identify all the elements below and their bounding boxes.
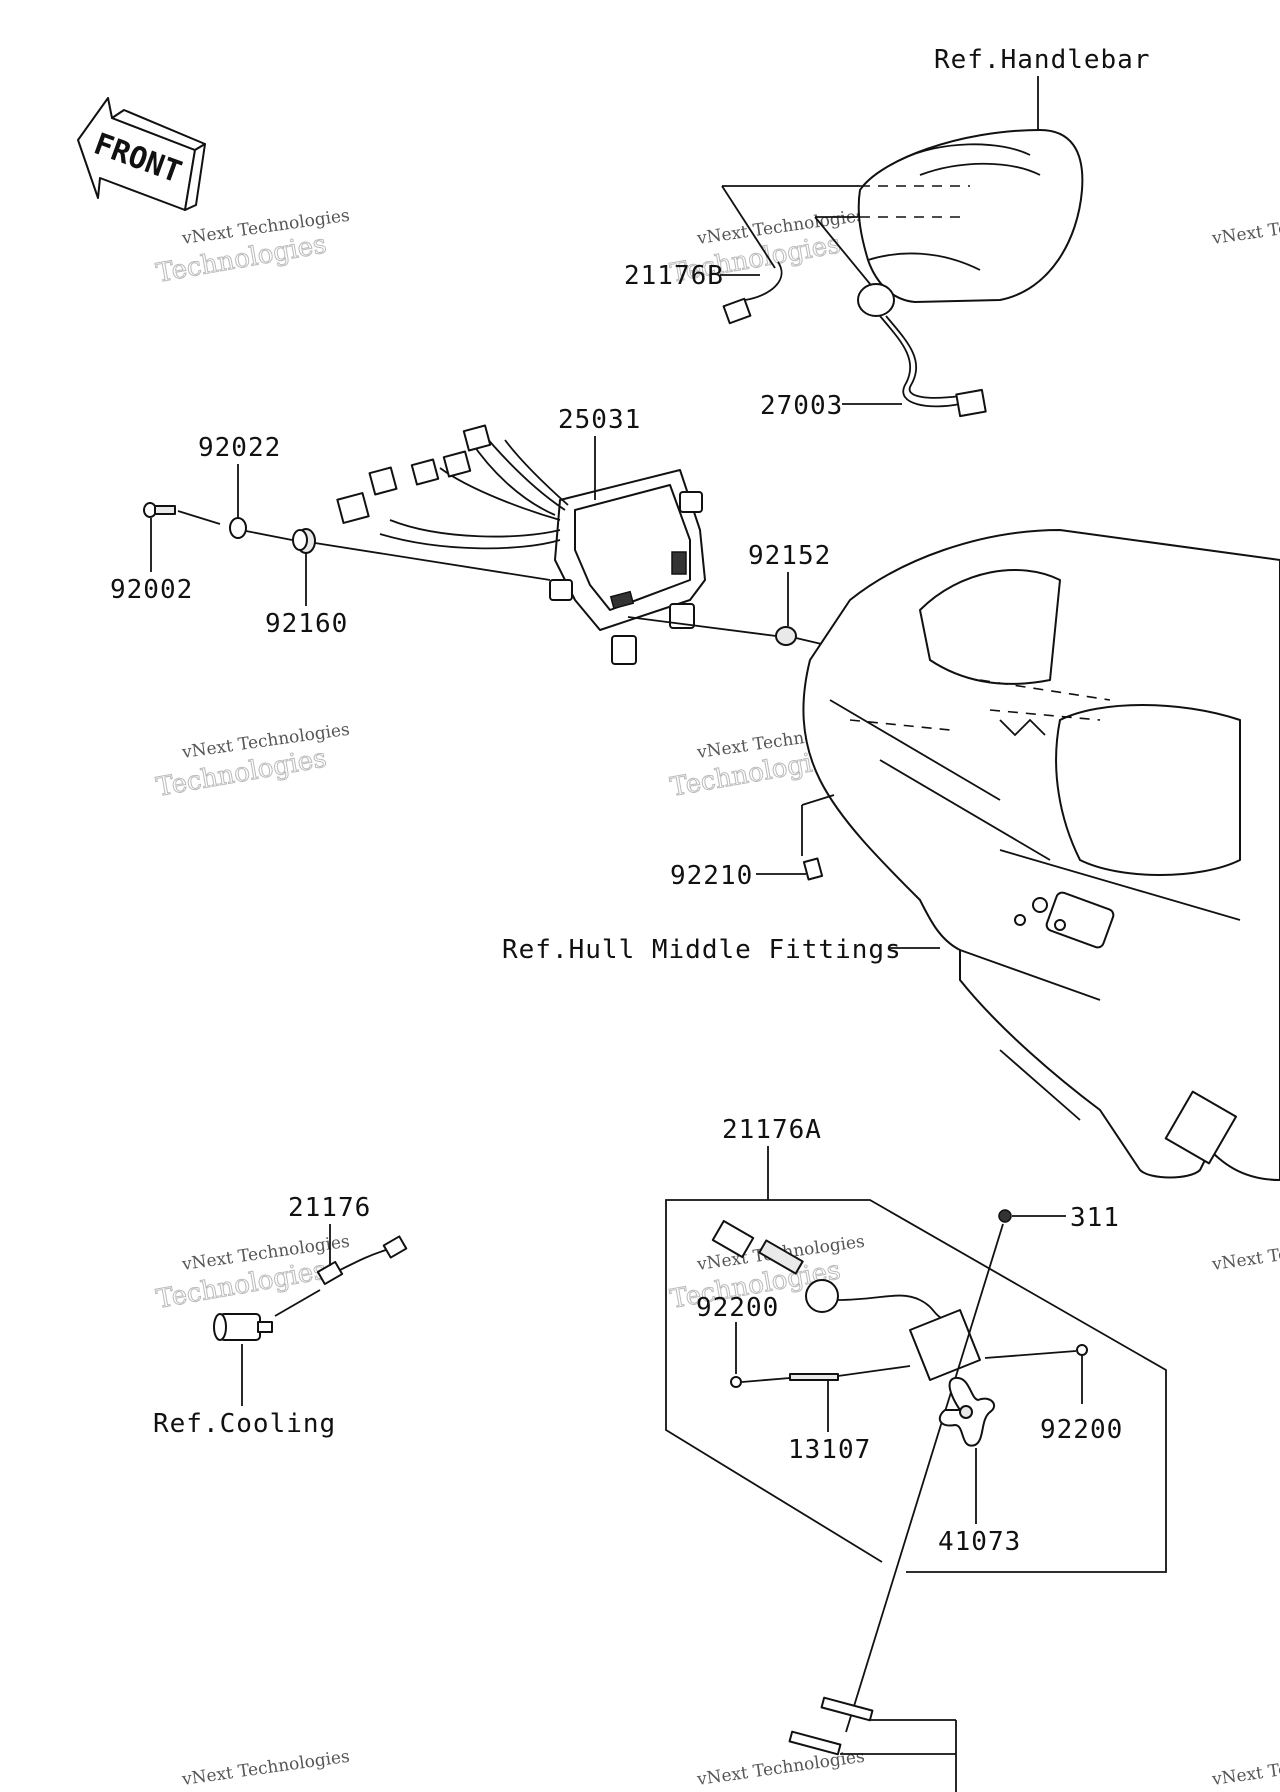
nut-311 — [998, 1209, 1012, 1223]
label-27003: 27003 — [760, 391, 843, 421]
washer-92200-left — [730, 1376, 742, 1388]
hull-middle-fittings — [802, 529, 1280, 1181]
label-21176: 21176 — [288, 1193, 371, 1223]
assembly-box-21176A — [665, 1199, 1167, 1573]
label-ref-cooling: Ref.Cooling — [153, 1409, 336, 1439]
label-92200-right: 92200 — [1040, 1415, 1123, 1445]
front-arrow-icon: FRONT — [77, 97, 206, 211]
grommet-92152 — [775, 626, 797, 646]
sensor-21176A — [711, 1219, 981, 1381]
watermark-7: vNext Technologies — [180, 1747, 351, 1790]
label-92152: 92152 — [748, 541, 831, 571]
label-13107: 13107 — [788, 1435, 871, 1465]
sensor-21176B — [722, 261, 783, 325]
label-311: 311 — [1070, 1203, 1120, 1233]
clip-92210 — [802, 857, 824, 881]
bracket-bottom — [788, 1696, 957, 1792]
watermark-9: vNext Technologies — [1210, 206, 1280, 249]
label-21176A: 21176A — [722, 1115, 822, 1145]
label-92160: 92160 — [265, 609, 348, 639]
meter-25031 — [336, 424, 706, 665]
label-ref-hull-middle: Ref.Hull Middle Fittings — [502, 935, 902, 965]
watermark-12: vNext Technologies — [1210, 1747, 1280, 1790]
label-41073: 41073 — [938, 1527, 1021, 1557]
label-25031: 25031 — [558, 405, 641, 435]
switch-27003 — [857, 283, 987, 418]
label-92200-left: 92200 — [696, 1293, 779, 1323]
knob-41073 — [938, 1376, 996, 1447]
label-21176B: 21176B — [624, 261, 724, 291]
grommet-92160 — [292, 528, 316, 554]
watermark-11: vNext Technologies — [1210, 1232, 1280, 1275]
label-92022: 92022 — [198, 433, 281, 463]
sensor-21176 — [213, 1235, 408, 1341]
label-ref-handlebar: Ref.Handlebar — [934, 45, 1151, 75]
pin-13107 — [789, 1373, 839, 1381]
handlebar-pad — [857, 129, 1084, 303]
washer-92200-right — [1076, 1344, 1088, 1356]
washer-92022 — [229, 517, 247, 539]
screw-92002 — [143, 502, 176, 518]
label-92002: 92002 — [110, 575, 193, 605]
label-92210: 92210 — [670, 861, 753, 891]
